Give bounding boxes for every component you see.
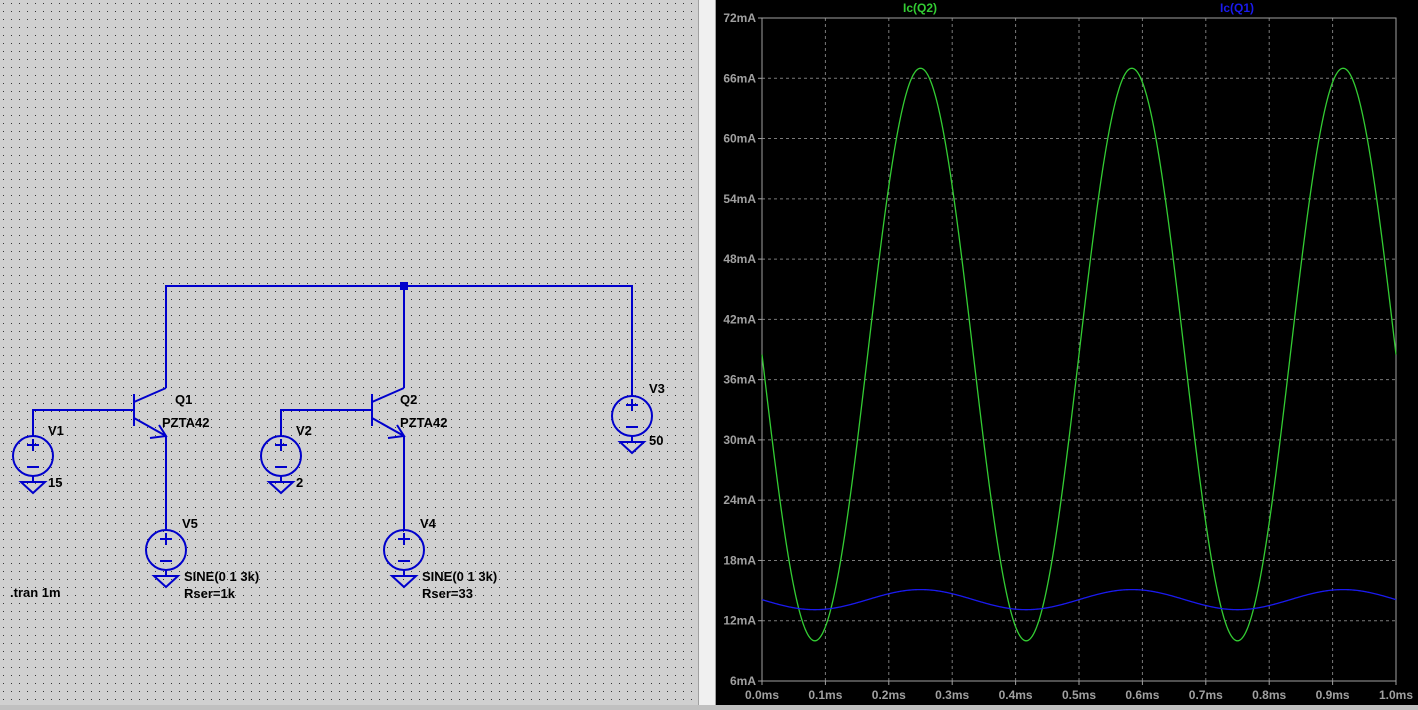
q1-name-label[interactable]: Q1	[175, 392, 192, 407]
y-axis-ticks: 72mA 66mA 60mA 54mA 48mA 42mA 36mA 30mA 24mA 18mA…	[723, 11, 762, 688]
y-tick-label: 36mA	[723, 373, 756, 387]
v4-rser-label[interactable]: Rser=33	[422, 586, 473, 601]
plot-grid	[761, 17, 1397, 682]
y-tick-label: 24mA	[723, 493, 756, 507]
schematic-pane[interactable]: Q1 PZTA42 Q2 PZTA42 V1 15 V2 2 V3 50 V5 …	[0, 0, 698, 705]
trace-ic-q1-	[761, 588, 1397, 611]
pane-splitter[interactable]	[698, 0, 716, 705]
x-tick-label: 0.2ms	[872, 688, 906, 702]
x-tick-label: 0.9ms	[1316, 688, 1350, 702]
q2-name-label[interactable]: Q2	[400, 392, 417, 407]
x-tick-label: 1.0ms	[1379, 688, 1413, 702]
y-tick-label: 60mA	[723, 132, 756, 146]
v4-name-label[interactable]: V4	[420, 516, 437, 531]
v1-name-label[interactable]: V1	[48, 423, 64, 438]
waveform-pane[interactable]: 72mA 66mA 60mA 54mA 48mA 42mA 36mA 30mA 24mA 18mA…	[716, 0, 1418, 705]
y-tick-label: 42mA	[723, 312, 756, 326]
x-tick-label: 0.7ms	[1189, 688, 1223, 702]
plot-traces	[761, 67, 1397, 642]
x-tick-label: 0.0ms	[745, 688, 779, 702]
wire-v1-base	[32, 409, 134, 436]
x-axis-ticks: 0.0ms 0.1ms 0.2ms 0.3ms 0.4ms 0.5ms 0.6ms 0.7ms…	[745, 681, 1413, 702]
junction-dot	[400, 282, 408, 290]
waveform-plot[interactable]: 72mA 66mA 60mA 54mA 48mA 42mA 36mA 30mA 24mA 18mA…	[716, 0, 1418, 705]
x-tick-label: 0.3ms	[935, 688, 969, 702]
v2-value-label[interactable]: 2	[296, 475, 303, 490]
v4-value-label[interactable]: SINE(0 1 3k)	[422, 569, 497, 584]
voltage-source-v3[interactable]	[611, 395, 653, 455]
trace-label-ic-q1[interactable]: Ic(Q1)	[1220, 1, 1254, 15]
y-tick-label: 48mA	[723, 252, 756, 266]
y-tick-label: 72mA	[723, 11, 756, 25]
v3-name-label[interactable]: V3	[649, 381, 665, 396]
v2-name-label[interactable]: V2	[296, 423, 312, 438]
v5-rser-label[interactable]: Rser=1k	[184, 586, 236, 601]
transistor-q2[interactable]	[371, 387, 406, 439]
schematic-canvas[interactable]: Q1 PZTA42 Q2 PZTA42 V1 15 V2 2 V3 50 V5 …	[0, 0, 698, 705]
y-tick-label: 18mA	[723, 553, 756, 567]
y-tick-label: 66mA	[723, 71, 756, 85]
x-tick-label: 0.4ms	[999, 688, 1033, 702]
y-tick-label: 54mA	[723, 192, 756, 206]
x-tick-label: 0.6ms	[1125, 688, 1159, 702]
trace-ic-q2-	[761, 67, 1397, 642]
wire-v2-base	[280, 409, 372, 436]
voltage-source-v1[interactable]	[12, 435, 54, 495]
x-tick-label: 0.5ms	[1062, 688, 1096, 702]
voltage-source-v4[interactable]	[383, 529, 425, 589]
x-tick-label: 0.8ms	[1252, 688, 1286, 702]
transistor-q1[interactable]	[133, 387, 168, 439]
v3-value-label[interactable]: 50	[649, 433, 663, 448]
x-tick-label: 0.1ms	[808, 688, 842, 702]
q2-model-label[interactable]: PZTA42	[400, 415, 447, 430]
v1-value-label[interactable]: 15	[48, 475, 62, 490]
trace-label-ic-q2[interactable]: Ic(Q2)	[903, 1, 937, 15]
v5-value-label[interactable]: SINE(0 1 3k)	[184, 569, 259, 584]
wires	[32, 285, 633, 530]
spice-directive[interactable]: .tran 1m	[10, 585, 61, 600]
wire-top-rail	[165, 285, 633, 396]
voltage-source-v2[interactable]	[260, 435, 302, 495]
y-tick-label: 6mA	[730, 674, 756, 688]
voltage-source-v5[interactable]	[145, 529, 187, 589]
q1-model-label[interactable]: PZTA42	[162, 415, 209, 430]
y-tick-label: 12mA	[723, 614, 756, 628]
y-tick-label: 30mA	[723, 433, 756, 447]
v5-name-label[interactable]: V5	[182, 516, 198, 531]
